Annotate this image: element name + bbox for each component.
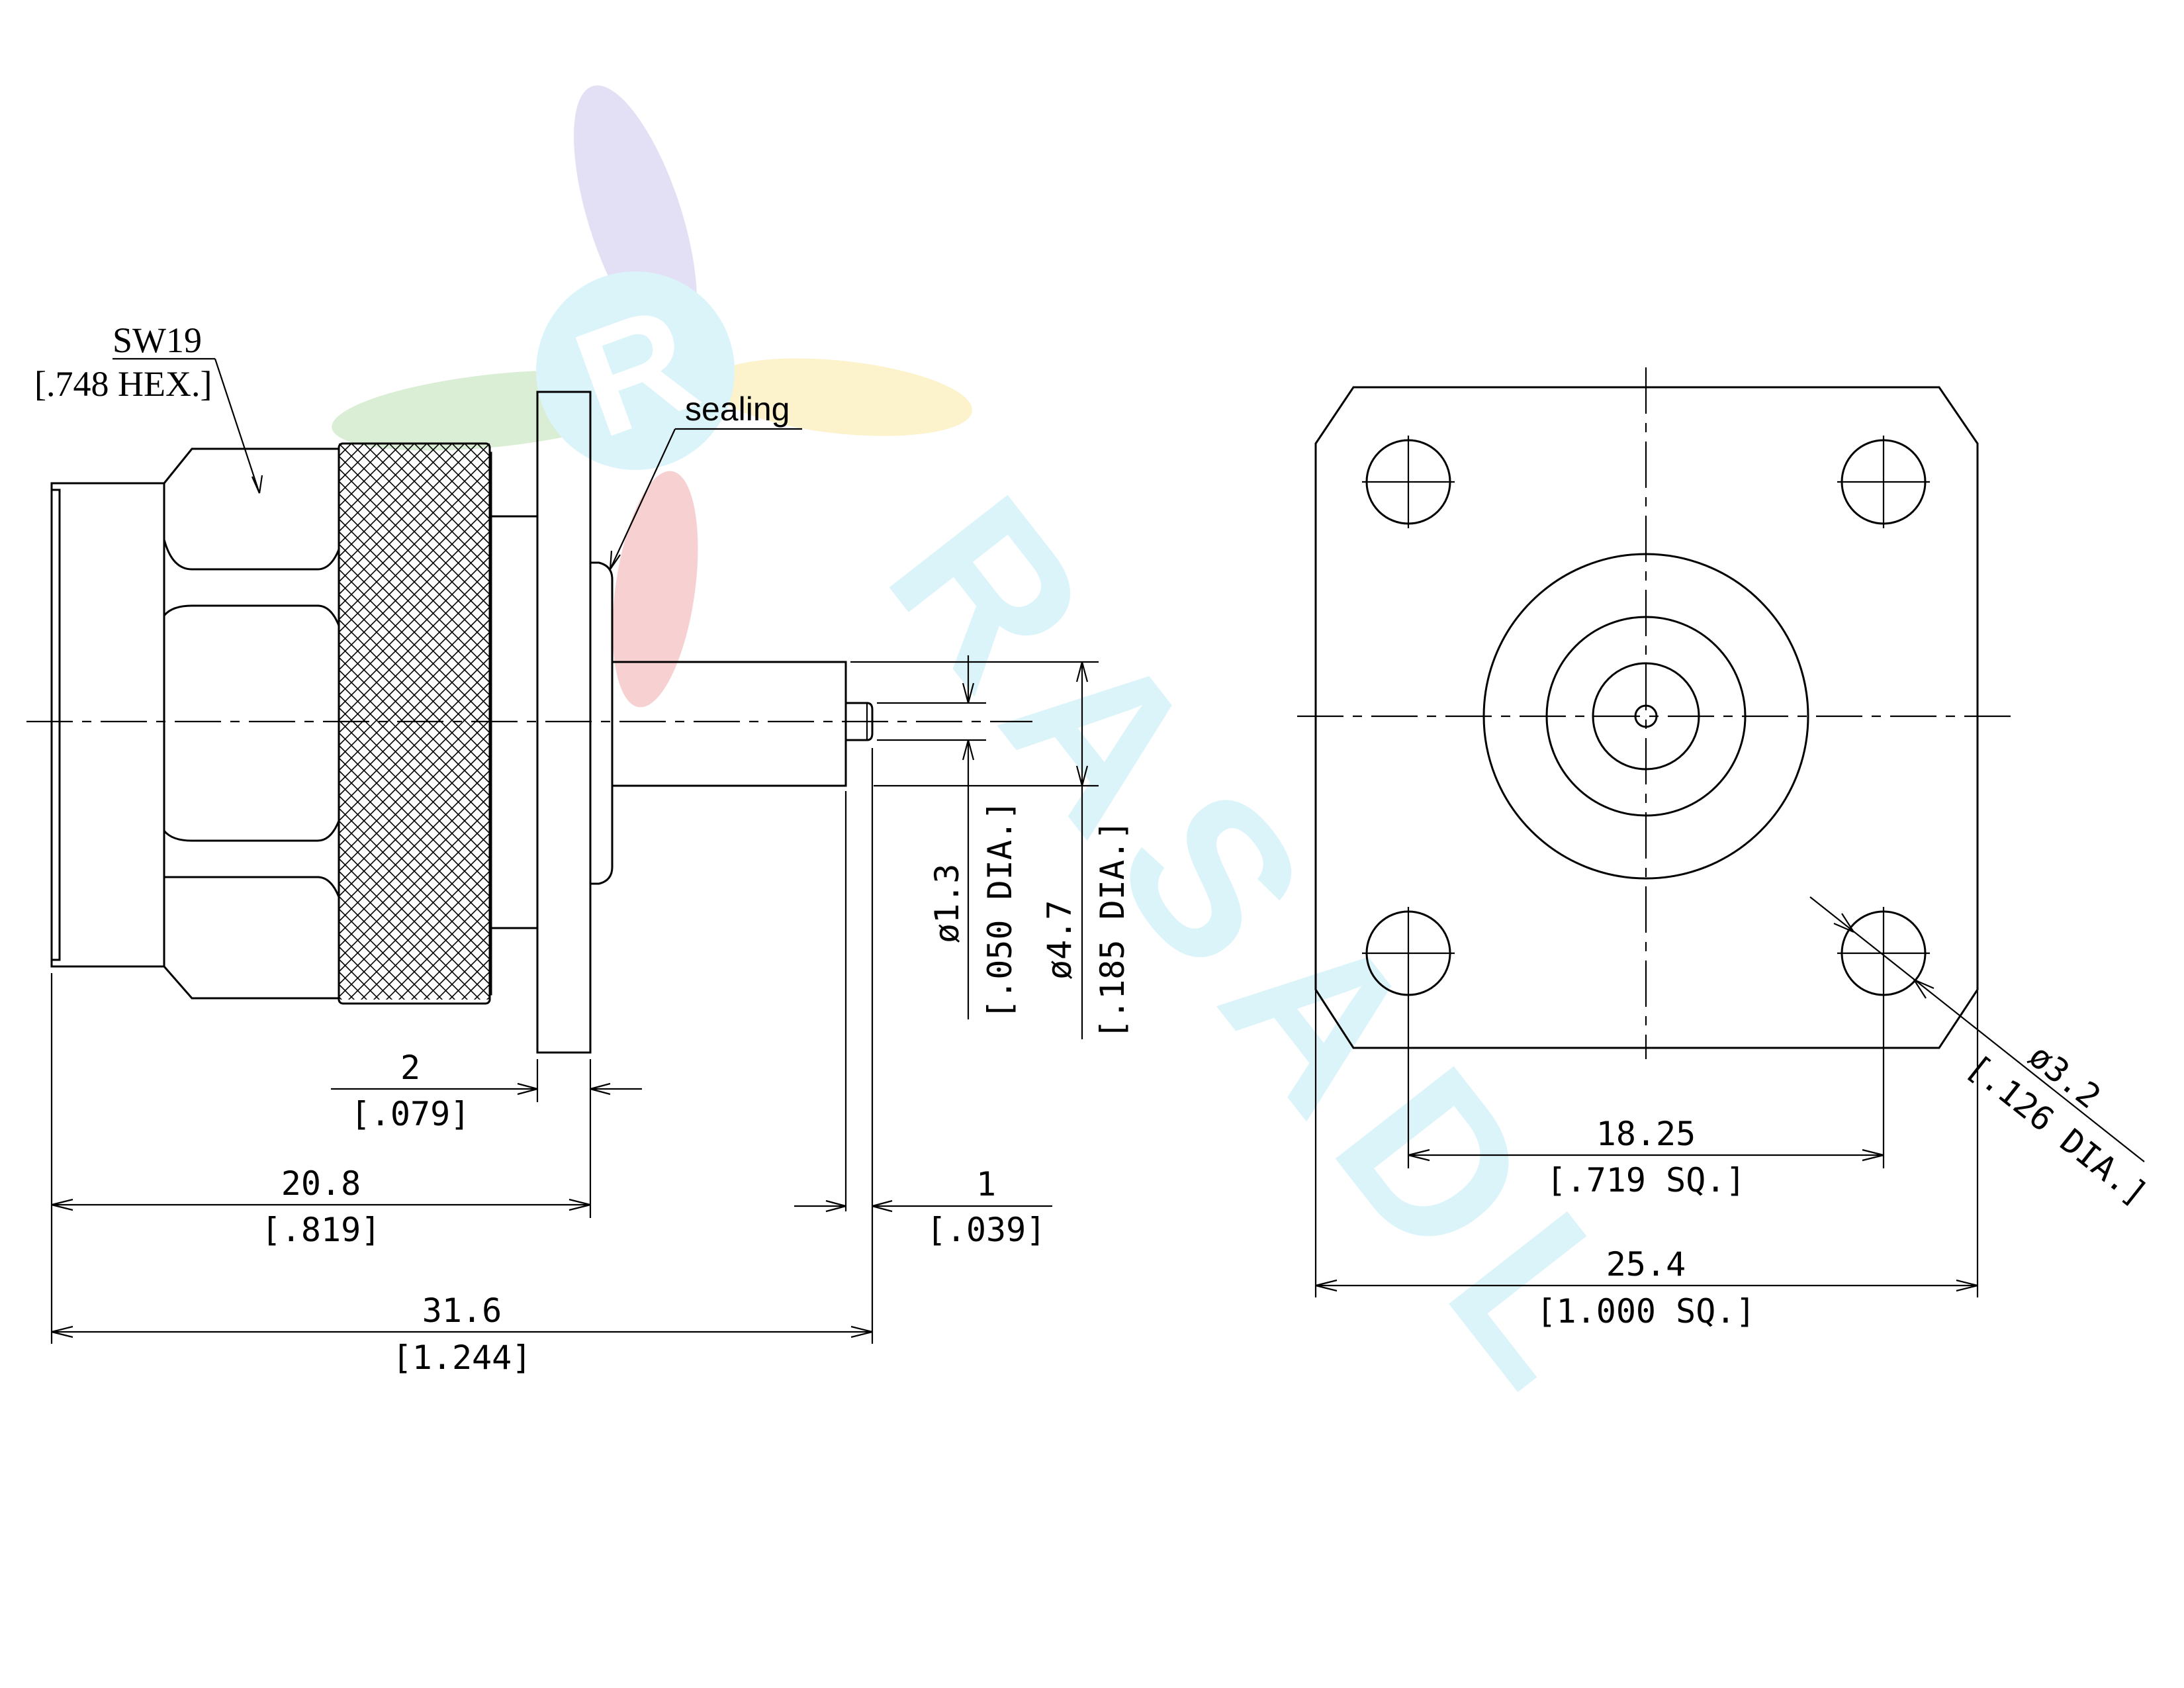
front-ring bbox=[50, 482, 164, 968]
dim-body-length: 20.8 bbox=[281, 1164, 361, 1203]
knurled-nut bbox=[338, 442, 492, 1274]
center-pin bbox=[846, 702, 874, 741]
watermark-swoosh-red bbox=[612, 471, 698, 708]
sealing-label: sealing bbox=[685, 391, 790, 428]
watermark-swoosh-green bbox=[332, 370, 661, 451]
dim-overall-length-inch: [1.244] bbox=[392, 1338, 532, 1377]
sealing-ring bbox=[590, 561, 614, 885]
dim-flange-size: 25.4 bbox=[1606, 1245, 1686, 1284]
knurl-line bbox=[339, 946, 393, 1000]
knurl-line bbox=[435, 946, 490, 1000]
dim-pin-dia-inch: [.050 DIA.] bbox=[981, 800, 1019, 1019]
side-view: SW19 [.748 HEX.] sealing 2 [.079] 20.8 [… bbox=[26, 320, 1132, 1377]
hex-leader bbox=[214, 358, 261, 494]
dim-flange-thickness: 2 bbox=[400, 1049, 420, 1087]
flange-plate bbox=[536, 391, 592, 1054]
pin-circle bbox=[1634, 704, 1658, 728]
dim-dielectric-dia-inch: [.185 DIA.] bbox=[1093, 820, 1132, 1039]
sealing-leader bbox=[610, 428, 676, 570]
watermark-swoosh-purple bbox=[574, 85, 697, 352]
knurl-line bbox=[410, 921, 490, 1000]
dim-overall-length: 31.6 bbox=[422, 1291, 502, 1330]
dim-body-length-inch: [.819] bbox=[261, 1211, 381, 1249]
knurl-line bbox=[339, 1123, 490, 1274]
watermark-logo-circle bbox=[536, 271, 735, 470]
knurl-line bbox=[385, 896, 490, 1000]
knurl-line bbox=[339, 959, 381, 1000]
watermark-swoosh-yellow bbox=[709, 358, 972, 436]
dim-flange-thickness-inch: [.079] bbox=[351, 1095, 471, 1133]
dim-pin-dia: ø1.3 bbox=[928, 864, 966, 943]
dielectric-circle bbox=[1592, 662, 1700, 771]
knurl-line bbox=[398, 908, 490, 1000]
knurl-line bbox=[339, 1123, 490, 1274]
mounting-holes bbox=[1362, 436, 1930, 1000]
knurl-line bbox=[373, 883, 490, 1000]
inner-body-circle bbox=[1545, 616, 1747, 817]
hex-size-label: SW19 bbox=[113, 320, 202, 360]
hex-nut bbox=[163, 447, 340, 1000]
dim-flange-size-inch: [1.000 SQ.] bbox=[1536, 1292, 1755, 1331]
knurl-line bbox=[448, 959, 490, 1000]
knurl-line bbox=[339, 971, 368, 1000]
dim-pin-offset-inch: [.039] bbox=[927, 1211, 1046, 1249]
knurl-line bbox=[423, 933, 490, 1000]
hex-size-label-inch: [.748 HEX.] bbox=[34, 364, 212, 404]
knurl-line bbox=[461, 971, 490, 1000]
flange-outline bbox=[1314, 386, 1979, 1049]
outer-body-circle bbox=[1482, 553, 1809, 880]
knurl-line bbox=[339, 933, 406, 1000]
dim-dielectric-dia: ø4.7 bbox=[1040, 900, 1079, 980]
dim-hole-spacing-inch: [.719 SQ.] bbox=[1546, 1161, 1745, 1199]
dielectric-tube bbox=[612, 661, 847, 787]
dim-hole-spacing: 18.25 bbox=[1596, 1115, 1696, 1153]
dim-pin-offset: 1 bbox=[976, 1165, 996, 1203]
